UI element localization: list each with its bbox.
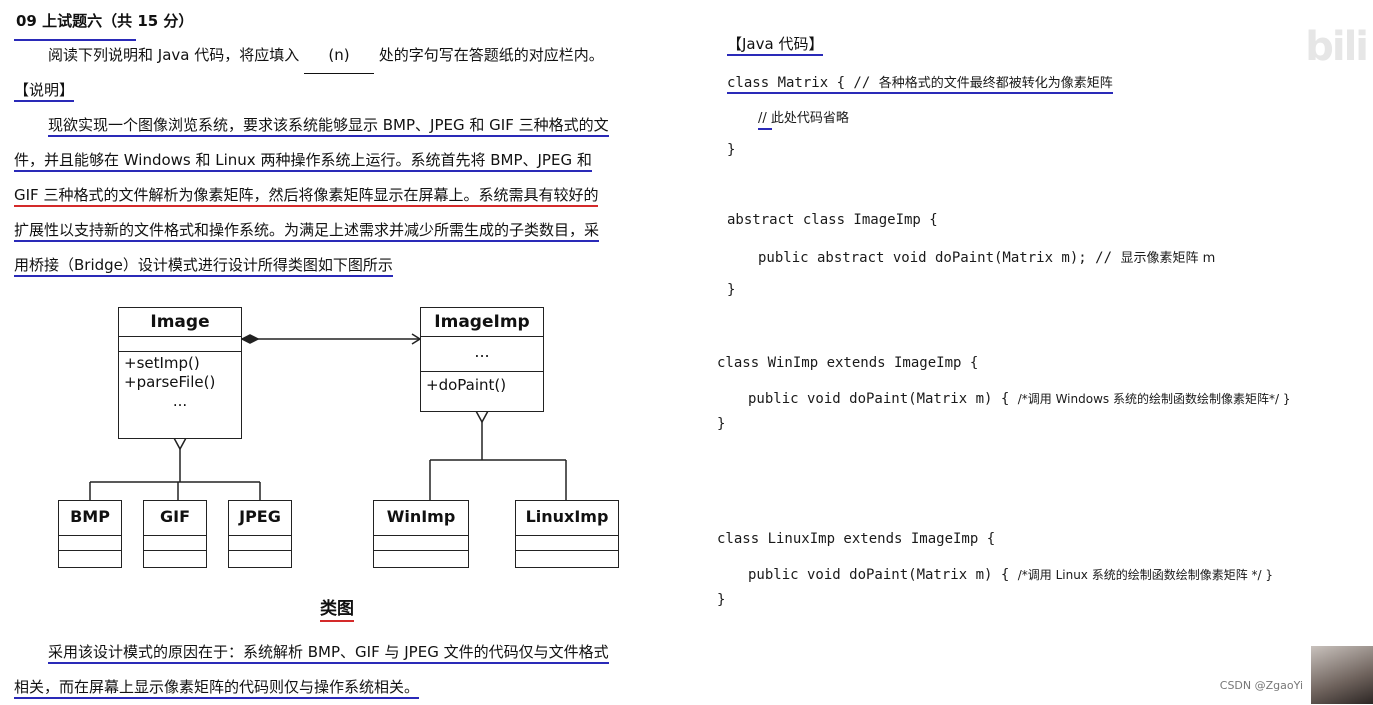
code-matrix-body-mark (758, 128, 772, 130)
class-linuximp: LinuxImp (515, 500, 619, 568)
class-jpeg-name: JPEG (229, 501, 291, 536)
op-more: ... (172, 392, 188, 410)
code-matrix-comment: 各种格式的文件最终都被转化为像素矩阵 (878, 76, 1113, 94)
reason-line-2: 相关，而在屏幕上显示像素矩阵的代码则仅与操作系统相关。 (14, 670, 420, 705)
code-winimp-method: public void doPaint(Matrix m) { /*调用 Win… (748, 390, 1290, 407)
reason-line-1: 采用该设计模式的原因在于：系统解析 BMP、GIF 与 JPEG 文件的代码仅与… (48, 635, 609, 670)
class-gif: GIF (143, 500, 207, 568)
class-gif-name: GIF (144, 501, 206, 536)
intro-before: 阅读下列说明和 Java 代码，将应填入 (48, 46, 300, 64)
desc-line-4: 扩展性以支持新的文件格式和操作系统。为满足上述需求并减少所需生成的子类数目，采 (14, 213, 600, 248)
class-winimp-name: WinImp (374, 501, 468, 536)
class-image-ops: +setImp() +parseFile() ... (119, 352, 241, 413)
reason-line-2-text: 相关，而在屏幕上显示像素矩阵的代码则仅与操作系统相关。 (14, 678, 420, 699)
code-winimp-method-text: public void doPaint(Matrix m) { (748, 391, 1018, 407)
code-imageimp-close: } (727, 282, 736, 298)
bilibili-logo: bili (1305, 24, 1369, 70)
reason-line-1-text: 采用该设计模式的原因在于：系统解析 BMP、GIF 与 JPEG 文件的代码仅与… (48, 643, 609, 664)
code-linuximp-method-text: public void doPaint(Matrix m) { (748, 567, 1018, 583)
code-matrix-body-text: // 此处代码省略 (758, 111, 849, 126)
desc-line-3: GIF 三种格式的文件解析为像素矩阵，然后将像素矩阵显示在屏幕上。系统需具有较好… (14, 178, 599, 213)
class-image-attrs (119, 337, 241, 352)
code-matrix-decl: class Matrix { // 各种格式的文件最终都被转化为像素矩阵 (727, 72, 1113, 94)
class-imageimp-attrs: ... (421, 337, 543, 372)
code-heading: 【Java 代码】 (727, 27, 824, 62)
desc-line-2: 件，并且能够在 Windows 和 Linux 两种操作系统上运行。系统首先将 … (14, 143, 592, 178)
class-imageimp-ops: +doPaint() (421, 372, 543, 397)
class-linuximp-name: LinuxImp (516, 501, 618, 536)
class-image-name: Image (119, 308, 241, 337)
desc-line-1: 现欲实现一个图像浏览系统，要求该系统能够显示 BMP、JPEG 和 GIF 三种… (48, 108, 609, 143)
code-matrix-decl-text: class Matrix { // (727, 75, 879, 94)
code-linuximp-method: public void doPaint(Matrix m) { /*调用 Lin… (748, 566, 1273, 583)
code-heading-text: 【Java 代码】 (727, 35, 824, 56)
desc-line-5: 用桥接（Bridge）设计模式进行设计所得类图如下图所示 (14, 248, 393, 283)
code-matrix-body: // 此处代码省略 (758, 107, 849, 126)
desc-heading: 【说明】 (14, 73, 75, 108)
desc-line-4-text: 扩展性以支持新的文件格式和操作系统。为满足上述需求并减少所需生成的子类数目，采 (14, 221, 600, 242)
title-underline (14, 39, 136, 41)
code-matrix-close: } (727, 142, 736, 158)
code-linuximp-comment: /*调用 Linux 系统的绘制函数绘制像素矩阵 */ } (1017, 568, 1274, 582)
csdn-watermark: CSDN @ZgaoYi (1219, 679, 1303, 692)
desc-line-5-text: 用桥接（Bridge）设计模式进行设计所得类图如下图所示 (14, 256, 393, 277)
op-parsefile: +parseFile() (124, 373, 216, 391)
code-imageimp-method: public abstract void doPaint(Matrix m); … (758, 247, 1215, 266)
class-imageimp-name: ImageImp (421, 308, 543, 337)
code-winimp-close: } (717, 416, 726, 432)
answer-blank: (n) (304, 38, 375, 74)
op-setimp: +setImp() (124, 354, 200, 372)
diagram-caption: 类图 (320, 594, 354, 622)
class-jpeg: JPEG (228, 500, 292, 568)
code-imageimp-method-text: public abstract void doPaint(Matrix m); … (758, 250, 1121, 266)
desc-heading-label: 【说明】 (14, 81, 75, 102)
code-imageimp-comment: 显示像素矩阵 m (1120, 251, 1216, 266)
class-winimp: WinImp (373, 500, 469, 568)
intro-text: 阅读下列说明和 Java 代码，将应填入 (n) 处的字句写在答题纸的对应栏内。 (48, 38, 604, 74)
code-linuximp-decl: class LinuxImp extends ImageImp { (717, 531, 996, 547)
question-title: 09 上试题六（共 15 分） (16, 12, 194, 30)
class-image: Image +setImp() +parseFile() ... (118, 307, 242, 439)
op-dopaint: +doPaint() (426, 376, 507, 394)
code-winimp-comment: /*调用 Windows 系统的绘制函数绘制像素矩阵*/ } (1017, 392, 1291, 406)
intro-after: 处的字句写在答题纸的对应栏内。 (378, 46, 604, 64)
diagram-connectors (89, 333, 567, 500)
webcam-overlay (1311, 646, 1373, 704)
class-bmp-name: BMP (59, 501, 121, 536)
diagram-caption-text: 类图 (320, 599, 354, 622)
code-linuximp-close: } (717, 592, 726, 608)
desc-line-2-text: 件，并且能够在 Windows 和 Linux 两种操作系统上运行。系统首先将 … (14, 151, 592, 172)
class-bmp: BMP (58, 500, 122, 568)
code-imageimp-decl: abstract class ImageImp { (727, 212, 938, 228)
code-winimp-decl: class WinImp extends ImageImp { (717, 355, 979, 371)
desc-line-3-text: GIF 三种格式的文件解析为像素矩阵，然后将像素矩阵显示在屏幕上。系统需具有较好… (14, 186, 599, 207)
desc-line-1-text: 现欲实现一个图像浏览系统，要求该系统能够显示 BMP、JPEG 和 GIF 三种… (48, 116, 609, 137)
class-imageimp: ImageImp ... +doPaint() (420, 307, 544, 412)
